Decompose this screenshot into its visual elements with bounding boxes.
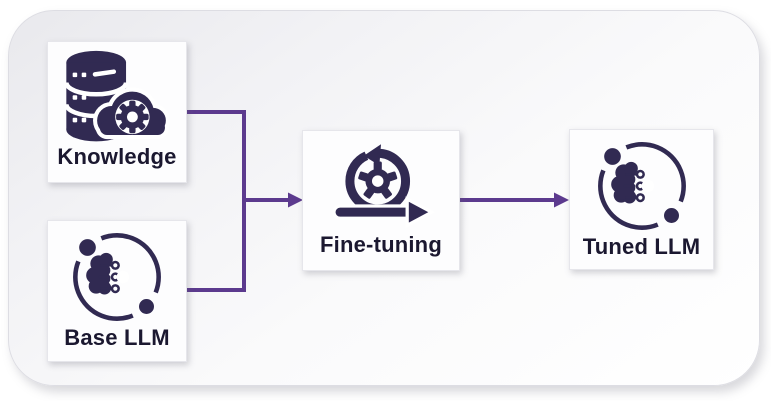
node-fine-tuning: Fine-tuning xyxy=(302,130,460,271)
brain-shape xyxy=(610,161,638,204)
arrowhead-to-tuned-llm xyxy=(554,192,569,208)
node-label-knowledge: Knowledge xyxy=(57,144,177,169)
circuit-nodes xyxy=(98,260,120,294)
node-label-tuned-llm: Tuned LLM xyxy=(582,234,701,259)
icon-wrap xyxy=(327,137,435,234)
brain-gear-circle-icon xyxy=(597,142,686,230)
node-tuned-llm: Tuned LLM xyxy=(569,129,714,270)
brain-gear-circle-icon xyxy=(73,233,161,321)
edge-merge-lines xyxy=(187,110,246,292)
node-label-base-llm: Base LLM xyxy=(64,325,170,350)
loop-arrowhead xyxy=(363,143,381,166)
node-label-fine-tuning: Fine-tuning xyxy=(320,232,442,257)
arrowhead-to-fine-tuning xyxy=(288,192,303,208)
half-gear-shape xyxy=(641,179,654,193)
gear-shape xyxy=(116,100,149,134)
iterative-loop-gear-icon xyxy=(332,143,435,228)
database-gear-cloud-icon xyxy=(64,50,170,142)
icon-wrap xyxy=(67,227,167,327)
icon-wrap xyxy=(60,48,174,146)
forward-arrowhead xyxy=(405,195,435,228)
half-gear-shape xyxy=(116,270,130,284)
gear-shape xyxy=(358,160,398,199)
node-knowledge: Knowledge xyxy=(47,41,187,183)
icon-wrap xyxy=(592,136,692,236)
circuit-nodes xyxy=(623,169,645,203)
node-base-llm: Base LLM xyxy=(47,220,187,362)
brain-shape xyxy=(86,252,113,295)
